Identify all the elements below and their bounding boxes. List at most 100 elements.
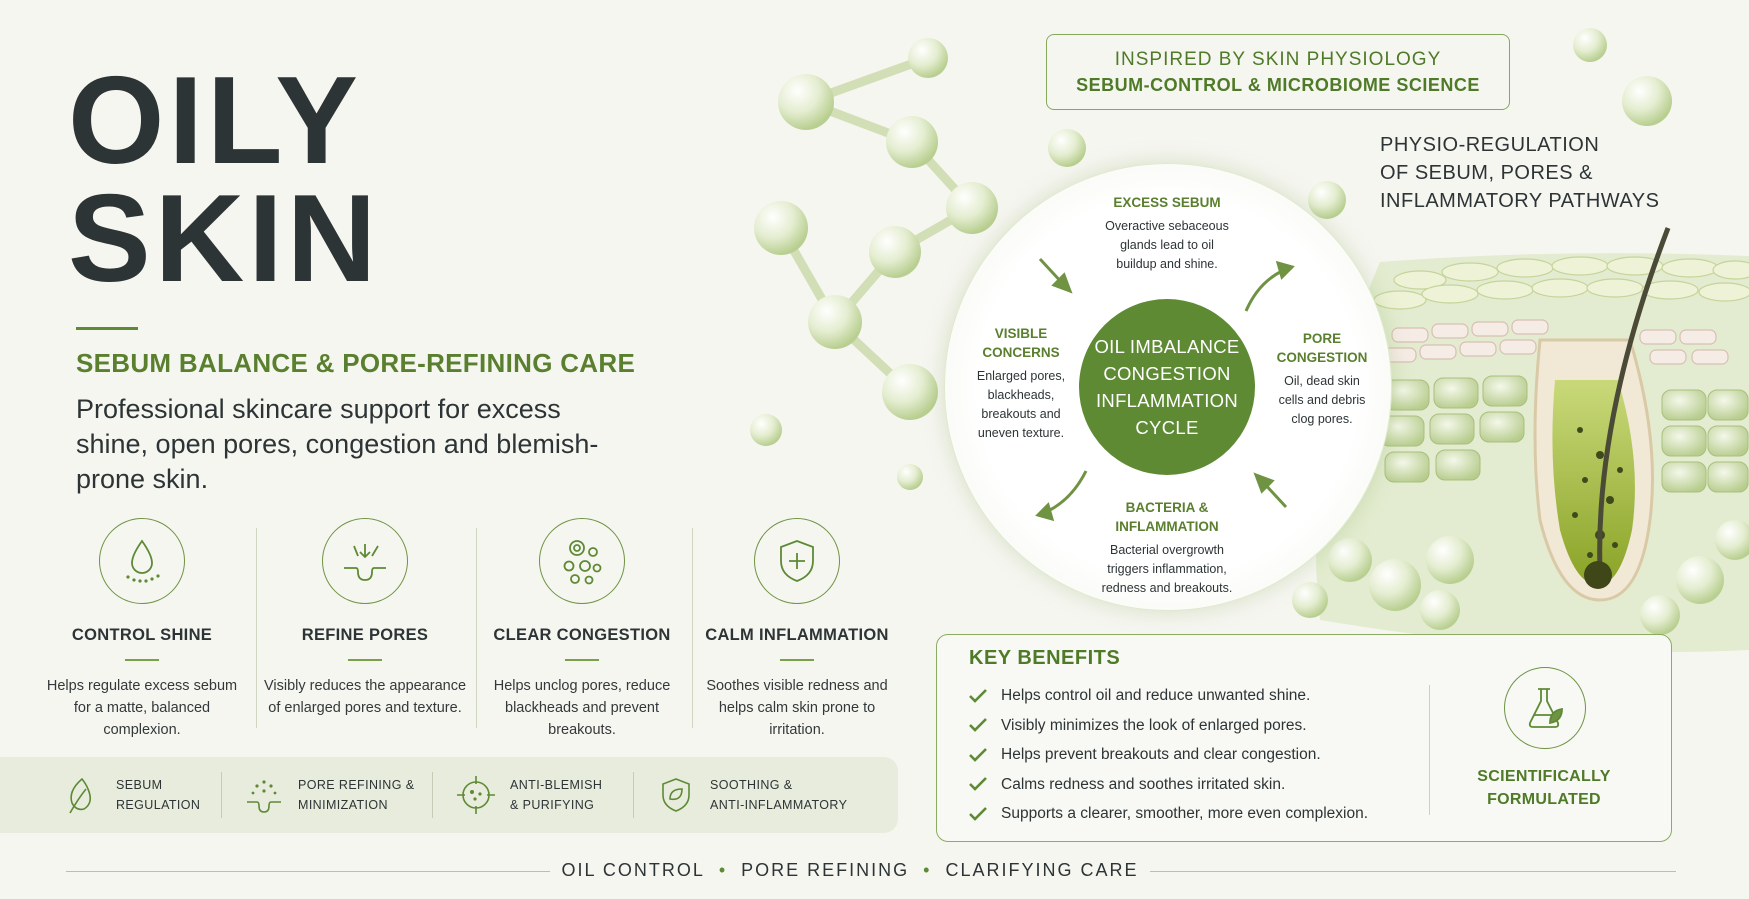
cycle-node-text: Bacterial overgrowth [1110,543,1224,557]
cycle-node-title: VISIBLE [994,326,1048,341]
feature-description: Soothes visible redness and helps calm s… [706,678,888,738]
feature-title: REFINE PORES [301,626,429,644]
molecule-atoms [750,28,1672,490]
feature-divider [256,528,257,728]
feature-description: Helps unclog pores, reduce blackheads an… [493,678,671,738]
benefit-text: Helps control oil and reduce unwanted sh… [1001,687,1311,704]
page-subtitle: SEBUM BALANCE & PORE-REFINING CARE [76,348,636,378]
benefits-divider [1429,685,1430,815]
chip-line: REGULATION [116,798,201,812]
chip-line: SEBUM [116,778,163,792]
check-icon [969,777,987,792]
physio-line: INFLAMMATORY PATHWAYS [1380,190,1660,212]
footer-item: PORE REFINING [741,860,910,880]
benefit-item: Calms redness and soothes irritated skin… [969,770,1368,800]
footer-bullet: • [718,860,728,880]
physio-line: OF SEBUM, PORES & [1380,162,1593,184]
feature-refine-pores: REFINE PORES Visibly reduces the appeara… [260,518,470,719]
title-line-2: SKIN [68,170,381,308]
title-divider [76,327,138,330]
check-icon [969,747,987,762]
physio-line: PHYSIO-REGULATION [1380,134,1600,156]
lead-paragraph: Professional skincare support for excess… [76,394,599,494]
feature-rule [348,659,382,661]
benefit-item: Helps prevent breakouts and clear conges… [969,740,1368,770]
flask-leaf-icon [1504,667,1586,749]
check-icon [969,806,987,821]
benefit-item: Visibly minimizes the look of enlarged p… [969,711,1368,741]
cycle-node-title: CONCERNS [982,345,1060,360]
cycle-node-text: clog pores. [1291,412,1353,426]
cycle-node-text: breakouts and [981,407,1061,421]
badge-line: SCIENTIFICALLY [1477,768,1611,785]
cycle-node-text: Oil, dead skin [1284,374,1360,388]
chip-line: & PURIFYING [510,798,595,812]
chip-divider [221,772,222,818]
cycle-node-text: triggers inflammation, [1107,562,1227,576]
cycle-core-line: CONGESTION [1103,363,1231,384]
feature-rule [565,659,599,661]
benefit-item: Helps control oil and reduce unwanted sh… [969,681,1368,711]
benefit-text: Helps prevent breakouts and clear conges… [1001,746,1321,763]
cycle-node-text: glands lead to oil [1120,238,1214,252]
bubbles-icon [539,518,625,604]
benefit-text: Supports a clearer, smoother, more even … [1001,805,1369,822]
cycle-node-text: buildup and shine. [1116,257,1218,271]
key-benefits-panel: KEY BENEFITS Helps control oil and reduc… [936,634,1672,842]
cycle-node-title: INFLAMMATION [1115,519,1219,534]
cycle-node-text: uneven texture. [977,426,1065,440]
feature-rule [125,659,159,661]
scientifically-formulated-label: SCIENTIFICALLY FORMULATED [1437,765,1651,811]
chip-line: SOOTHING & [710,778,793,792]
cycle-core: OIL IMBALANCE CONGESTION INFLAMMATION CY… [1079,299,1255,475]
key-benefits-title: KEY BENEFITS [969,647,1121,669]
feature-divider [692,528,693,728]
check-icon [969,718,987,733]
footer-bullet: • [923,860,932,880]
chip-sebum-regulation: SEBUM REGULATION [60,770,200,820]
cycle-node-text: Enlarged pores, [976,369,1066,383]
footer-item: CLARIFYING CARE [945,860,1139,880]
feature-control-shine: CONTROL SHINE Helps regulate excess sebu… [37,518,247,741]
chip-line: ANTI-INFLAMMATORY [710,798,848,812]
cycle-core-line: CYCLE [1135,417,1199,438]
cycle-node-bacteria-inflammation: BACTERIA & INFLAMMATION Bacterial overgro… [1077,498,1257,598]
title-line-1: OILY [68,52,362,190]
cycle-node-text: Overactive sebaceous [1105,219,1229,233]
cycle-node-title: PORE [1302,331,1342,346]
feature-clear-congestion: CLEAR CONGESTION Helps unclog pores, red… [477,518,687,741]
skin-cross-section-illustration [1292,227,1749,652]
feature-description: Visibly reduces the appearance of enlarg… [263,678,467,716]
check-icon [969,688,987,703]
feature-rule [780,659,814,661]
cycle-core-line: INFLAMMATION [1095,390,1238,411]
physio-caption: PHYSIO-REGULATION OF SEBUM, PORES & INFL… [1380,131,1659,215]
chip-divider [432,772,433,818]
footer-item: OIL CONTROL [561,860,705,880]
droplet-icon [99,518,185,604]
soothing-shield-icon [654,773,698,817]
footer-rule-left [66,871,550,872]
cycle-node-text: redness and breakouts. [1101,581,1233,595]
chip-anti-blemish: ANTI-BLEMISH& PURIFYING [454,770,602,820]
cycle-node-title: CONGESTION [1276,350,1368,365]
cycle-node-text: blackheads, [987,388,1055,402]
chip-soothing: SOOTHING & ANTI-INFLAMMATORY [654,770,847,820]
badge-line: FORMULATED [1487,791,1601,808]
footer-tagline: OIL CONTROL • PORE REFINING • CLARIFYING CAR… [560,860,1140,881]
shield-plus-icon [754,518,840,604]
feature-title: CONTROL SHINE [71,626,213,644]
inspired-line-2: SEBUM-CONTROL & MICROBIOME SCIENCE [1076,75,1480,95]
feature-calm-inflammation: CALM INFLAMMATION Soothes visible rednes… [692,518,902,741]
benefit-text: Calms redness and soothes irritated skin… [1001,775,1286,793]
feature-title: CLEAR CONGESTION [493,626,671,644]
feature-title: CALM INFLAMMATION [705,626,889,644]
chip-line: MINIMIZATION [298,798,388,812]
cycle-node-title: BACTERIA & [1125,500,1209,515]
feature-description: Helps regulate excess sebum for a matte,… [46,678,238,738]
chip-divider [633,772,634,818]
target-icon [454,773,498,817]
